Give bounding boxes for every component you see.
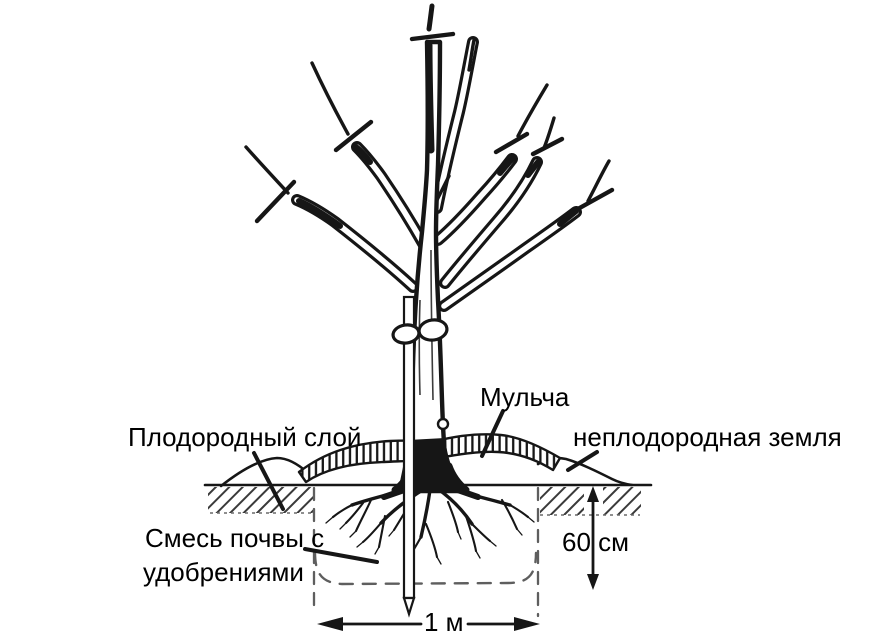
branch-stubs-beyond-cuts: [244, 38, 611, 208]
label-soil-mix-line2: удобрениями: [143, 557, 304, 587]
left-soil-mound: [219, 456, 310, 488]
label-pit-width: 1 м: [424, 607, 464, 632]
soil-mix-pointer-line: [303, 547, 379, 564]
width-dimension-arrow: [317, 617, 540, 631]
topsoil-hatch-strips: [208, 487, 641, 516]
diagram-labels: Плодородный слой Мульча неплодородная зе…: [128, 382, 842, 632]
right-topsoil-strip-b: [603, 487, 641, 515]
leader-dark-fill: [425, 41, 435, 154]
support-stake: [402, 295, 416, 618]
right-topsoil-strip-a: [540, 487, 584, 515]
depth-arrowhead-up: [587, 486, 599, 502]
label-fertile-layer: Плодородный слой: [128, 422, 361, 452]
pruning-cut-marks: [254, 31, 615, 224]
root-system: [325, 485, 535, 565]
depth-dimension-arrow: [587, 486, 599, 590]
fertile-layer-pointer-line: [252, 451, 285, 511]
depth-arrowhead-down: [587, 574, 599, 590]
infertile-soil-pointer-line: [566, 450, 599, 472]
leader-stub-tip: [426, 3, 435, 32]
label-pointer-lines: [252, 409, 599, 564]
left-topsoil-strip: [208, 487, 314, 513]
trunk-tie: [391, 318, 449, 345]
width-arrowhead-right: [514, 617, 540, 631]
mulch-pointer-line: [480, 409, 505, 458]
label-soil-mix-line1: Смесь почвы с: [145, 523, 324, 553]
tree-branches: [244, 36, 611, 312]
label-mulch: Мульча: [480, 382, 570, 412]
stake-point: [402, 596, 416, 618]
label-infertile-soil: неплодородная земля: [573, 422, 842, 452]
branches-distal-solid: [296, 144, 579, 229]
roots-main: [350, 485, 512, 539]
roots-mid: [331, 498, 530, 560]
trunk-knob: [436, 417, 450, 431]
width-arrowhead-left: [317, 617, 343, 631]
label-pit-depth: 60 см: [562, 527, 629, 557]
planting-pit-outline: [312, 486, 540, 618]
tie-loop-trunk: [417, 318, 449, 342]
mulch-band-outline: [297, 433, 562, 484]
